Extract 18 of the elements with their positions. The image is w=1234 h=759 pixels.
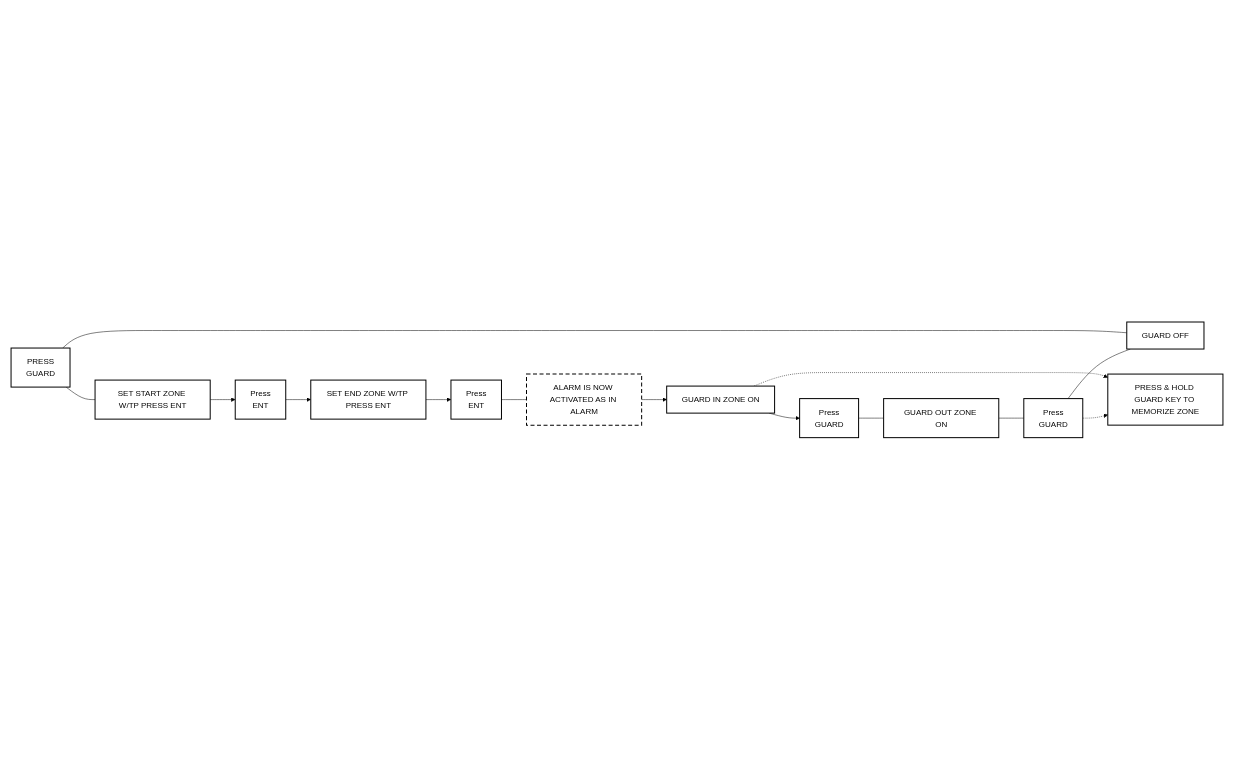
node-box: SET START ZONE W/TP PRESS ENT: [94, 379, 211, 420]
connector: [62, 329, 1127, 348]
connector: [501, 399, 527, 400]
node-box: PRESS GUARD: [10, 347, 71, 388]
node-box: Press GUARD: [1023, 397, 1084, 438]
node-box: ALARM IS NOW ACTIVATED AS IN ALARM: [526, 373, 643, 426]
node-box: GUARD OFF: [1126, 321, 1205, 350]
node-box: PRESS & HOLD GUARD KEY TO MEMORIZE ZONE: [1107, 373, 1224, 426]
node-box: Press GUARD: [799, 397, 860, 438]
node-box: GUARD IN ZONE ON: [666, 385, 776, 414]
node-box: GUARD OUT ZONE ON: [883, 397, 1000, 438]
connector: [858, 417, 884, 419]
node-box: SET END ZONE W/TP PRESS ENT: [310, 379, 427, 420]
connector: [1067, 348, 1131, 399]
node-box: Press ENT: [234, 379, 287, 420]
connector: [65, 386, 96, 400]
node-box: Press ENT: [450, 379, 502, 420]
connector: [998, 417, 1025, 419]
